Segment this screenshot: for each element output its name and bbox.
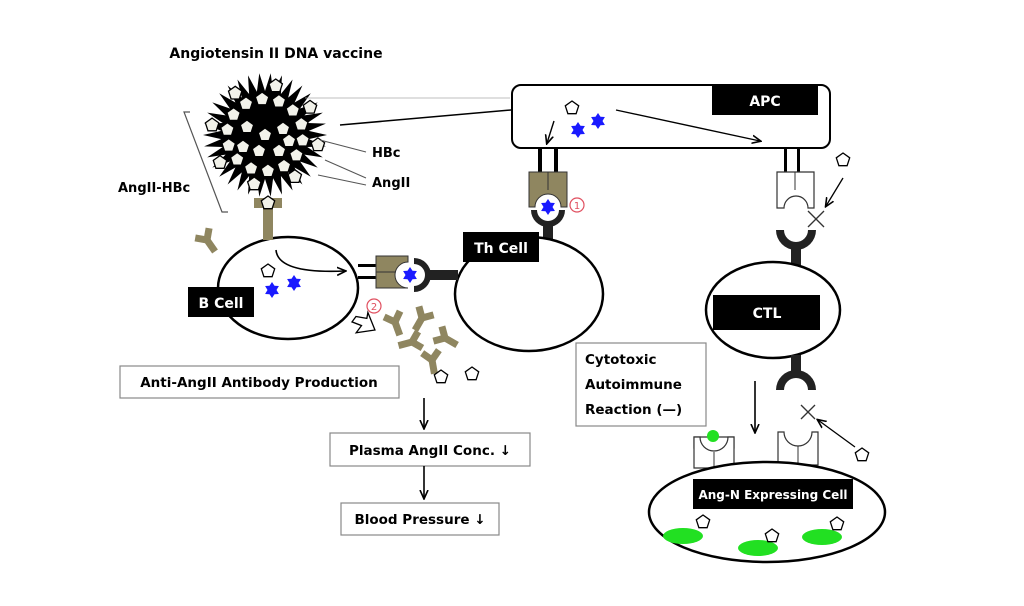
- mhc-class-ii: [528, 148, 568, 208]
- step-marker-2: [366, 298, 382, 314]
- blocked-arrow: [826, 177, 844, 206]
- blocked-arrow: [818, 420, 856, 448]
- mhc-i-arrow: [615, 109, 760, 141]
- mhc-ii-arrow: [547, 120, 555, 143]
- antibody-icon: [405, 303, 437, 336]
- angii-hbc-bracket: [183, 111, 228, 213]
- angii-label: AngII: [372, 176, 410, 191]
- b-cell-label-box: [188, 287, 254, 317]
- block-x-icon: [807, 210, 825, 228]
- processing-arrow: [275, 249, 345, 271]
- tcr-b-interaction: [414, 258, 458, 292]
- angii-pointer-2: [317, 174, 367, 186]
- blood-pressure-text: Blood Pressure ↓: [354, 512, 485, 528]
- ctl-label-box: [713, 295, 820, 330]
- vaccine-title: Angiotensin II DNA vaccine: [169, 46, 382, 62]
- cytotoxic-line-1: Cytotoxic: [585, 352, 657, 368]
- antibody-production-box: [119, 365, 400, 399]
- ctl-label: CTL: [753, 306, 782, 322]
- antibody-production-text: Anti-AngII Antibody Production: [140, 375, 378, 391]
- tcr-ctl-top: [776, 230, 816, 266]
- ang-n-label: Ang-N Expressing Cell: [698, 488, 847, 502]
- vaccine-particle: [203, 73, 327, 197]
- angii-icon: [464, 366, 480, 381]
- green-vesicle: [663, 528, 703, 544]
- angii-pentagon-icon: [204, 117, 220, 132]
- blood-pressure-box: [340, 502, 500, 536]
- apc-label: APC: [749, 94, 780, 110]
- antibody-icon: [191, 224, 225, 258]
- green-vesicle: [738, 540, 778, 556]
- bound-angii-icon: [260, 195, 276, 210]
- cytotoxic-line-3: Reaction (—): [585, 402, 682, 418]
- presented-peptide-icon: [541, 199, 555, 215]
- green-vesicle: [802, 529, 842, 545]
- th-cell-label: Th Cell: [474, 241, 528, 257]
- step-marker-1-label: 1: [574, 201, 580, 212]
- th-cell-label-box: [463, 232, 539, 262]
- ang-n-label-box: [693, 479, 853, 509]
- angii-pentagon-icon: [302, 99, 318, 114]
- b-cell-mhc-ii: [358, 255, 409, 289]
- hbc-label: HBc: [372, 146, 401, 161]
- step-marker-1: [569, 197, 585, 213]
- angii-pointer-1: [324, 159, 367, 179]
- step-marker-2-label: 2: [371, 302, 377, 313]
- block-x-icon: [800, 404, 816, 420]
- antibody-icon: [380, 307, 411, 339]
- green-antigen-icon: [707, 430, 719, 442]
- tcr-th: [531, 210, 565, 244]
- angii-icon: [835, 152, 851, 167]
- cytotoxic-reaction-box: [575, 342, 707, 427]
- hbc-pointer: [319, 139, 367, 153]
- plasma-conc-text: Plasma AngII Conc. ↓: [349, 443, 511, 459]
- tcr-ctl-bottom: [776, 355, 816, 390]
- mhc-class-i: [776, 148, 815, 209]
- ang-n-mhc-i-left: [693, 436, 735, 469]
- presented-peptide-icon: [403, 267, 417, 283]
- apc-label-box: [712, 85, 818, 115]
- secretion-arrow: [350, 310, 376, 334]
- uptake-arrow: [339, 107, 545, 126]
- angii-hbc-label: AngII-HBc: [118, 181, 190, 196]
- angii-icon: [854, 447, 870, 462]
- plasma-conc-box: [329, 432, 531, 467]
- angii-pentagon-icon: [310, 137, 326, 152]
- b-cell-label: B Cell: [199, 296, 244, 312]
- ang-n-mhc-i-right: [777, 431, 819, 466]
- cytotoxic-line-2: Autoimmune: [585, 377, 682, 393]
